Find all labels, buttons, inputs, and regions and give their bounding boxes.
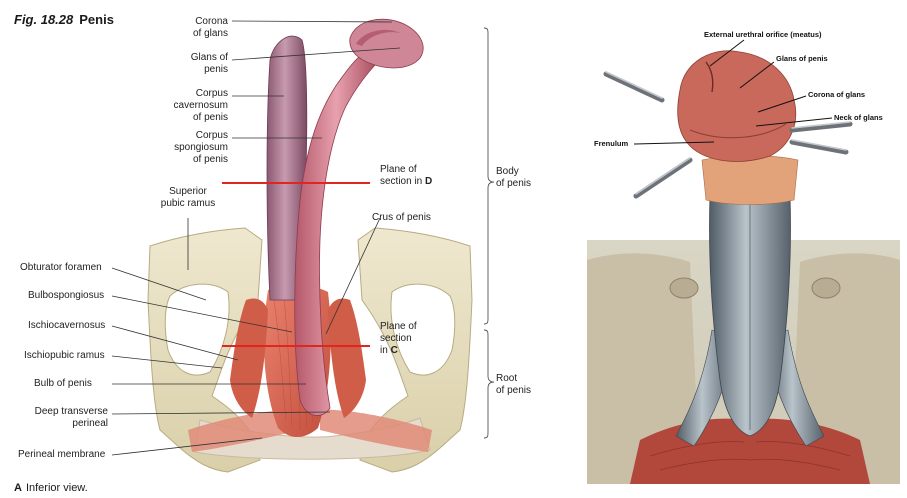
- caption-text: Inferior view.: [25, 482, 88, 494]
- obturator-foramen-right: [390, 283, 456, 376]
- photo-prepuce: [701, 155, 799, 205]
- figure-title: Fig. 18.28 Penis: [14, 12, 114, 27]
- panel-a-leader-lines: [111, 20, 401, 456]
- label-corona-of-glans: Corona of glans: [172, 16, 228, 40]
- label-body-line-2: of penis: [496, 178, 532, 189]
- label-bulb-of-penis: Bulb of penis: [34, 378, 92, 389]
- label-plane-d-line-2: section in: [380, 176, 423, 187]
- label-plane-c-line-1: Plane of: [380, 321, 417, 332]
- glans-shape: [349, 18, 424, 69]
- label-plane-d-letter: D: [425, 176, 433, 187]
- label-ischiocavernosus: Ischiocavernosus: [28, 320, 106, 331]
- label-root-of-penis: Root of penis: [496, 373, 531, 397]
- thigh-tissue-left: [587, 253, 700, 484]
- label-superior-pubic-ramus: Superior pubic ramus: [148, 186, 228, 210]
- deep-transverse-perineal-shape: [188, 409, 300, 452]
- label-corpus-cavernosum: Corpus cavernosum of penis: [160, 88, 228, 124]
- tubercle-right: [811, 277, 841, 299]
- corpus-spongiosum-shape: [294, 51, 379, 416]
- label-glans-line-1: Glans of: [190, 52, 228, 63]
- panel-b-dissection-photo: [587, 50, 900, 484]
- label-photo-glans-of-penis: Glans of penis: [776, 54, 828, 63]
- label-spongiosum-line-2: spongiosum: [174, 142, 228, 153]
- panel-a-illustration: [147, 18, 473, 473]
- tubercle-left: [669, 277, 699, 299]
- label-obturator-foramen: Obturator foramen: [20, 262, 102, 273]
- label-crus-of-penis: Crus of penis: [372, 212, 431, 223]
- label-body-line-1: Body: [496, 166, 519, 177]
- label-deep-transverse-perineal: Deep transverse perineal: [20, 406, 108, 430]
- label-body-of-penis: Body of penis: [496, 166, 531, 190]
- label-ramus-line-2: pubic ramus: [160, 198, 216, 209]
- label-glans-line-2: penis: [204, 64, 228, 75]
- label-perineal-membrane: Perineal membrane: [18, 449, 106, 460]
- label-plane-c-line-2: section: [380, 333, 412, 344]
- photo-meatus: [705, 61, 714, 93]
- label-plane-c-line-3: in: [380, 345, 388, 356]
- panel-b-leader-lines: [633, 39, 833, 145]
- label-cavernosum-line-2: cavernosum: [173, 100, 228, 111]
- label-ischiopubic-ramus: Ischiopubic ramus: [24, 350, 105, 361]
- ischiocavernosus-shape-left: [230, 298, 268, 418]
- label-spongiosum-line-1: Corpus: [195, 130, 228, 141]
- label-plane-d-line-1: Plane of: [380, 164, 417, 175]
- label-ramus-line-1: Superior: [169, 186, 207, 197]
- deep-transverse-perineal-shape-right: [320, 409, 432, 452]
- label-dtp-line-2: perineal: [72, 418, 108, 429]
- label-plane-c-letter: C: [390, 345, 398, 356]
- body-of-penis-bracket: [483, 27, 495, 325]
- label-corona-line-1: Corona: [195, 16, 228, 27]
- label-bulbospongiosus: Bulbospongiosus: [28, 290, 105, 301]
- label-plane-c: Plane of section in C: [380, 321, 417, 357]
- photo-corona: [689, 123, 787, 139]
- label-root-line-2: of penis: [496, 385, 532, 396]
- label-corona-line-2: of glans: [192, 28, 228, 39]
- label-photo-corona-of-glans: Corona of glans: [808, 90, 866, 99]
- label-cavernosum-line-1: Corpus: [195, 88, 228, 99]
- label-photo-frenulum: Frenulum: [594, 139, 629, 148]
- figure-name: Penis: [79, 12, 114, 27]
- label-cavernosum-line-3: of penis: [192, 112, 228, 123]
- label-glans-of-penis: Glans of penis: [172, 52, 228, 76]
- label-photo-neck-of-glans: Neck of glans: [834, 113, 883, 122]
- photo-retractors: [603, 71, 853, 199]
- label-root-line-1: Root: [496, 373, 518, 384]
- label-dtp-line-1: Deep transverse: [34, 406, 108, 417]
- label-spongiosum-line-3: of penis: [192, 154, 228, 165]
- label-plane-d: Plane of section in D: [380, 164, 432, 188]
- label-corpus-spongiosum: Corpus spongiosum of penis: [160, 130, 228, 166]
- photo-glans: [677, 50, 797, 162]
- root-of-penis-bracket: [483, 329, 495, 439]
- glans-corona: [356, 29, 402, 46]
- obturator-foramen-left: [164, 283, 230, 376]
- label-external-urethral-orifice: External urethral orifice (meatus): [704, 30, 822, 39]
- figure-number: Fig. 18.28: [14, 12, 74, 27]
- caption-letter: A: [14, 482, 22, 494]
- ischiocavernosus-shape-right: [328, 298, 366, 418]
